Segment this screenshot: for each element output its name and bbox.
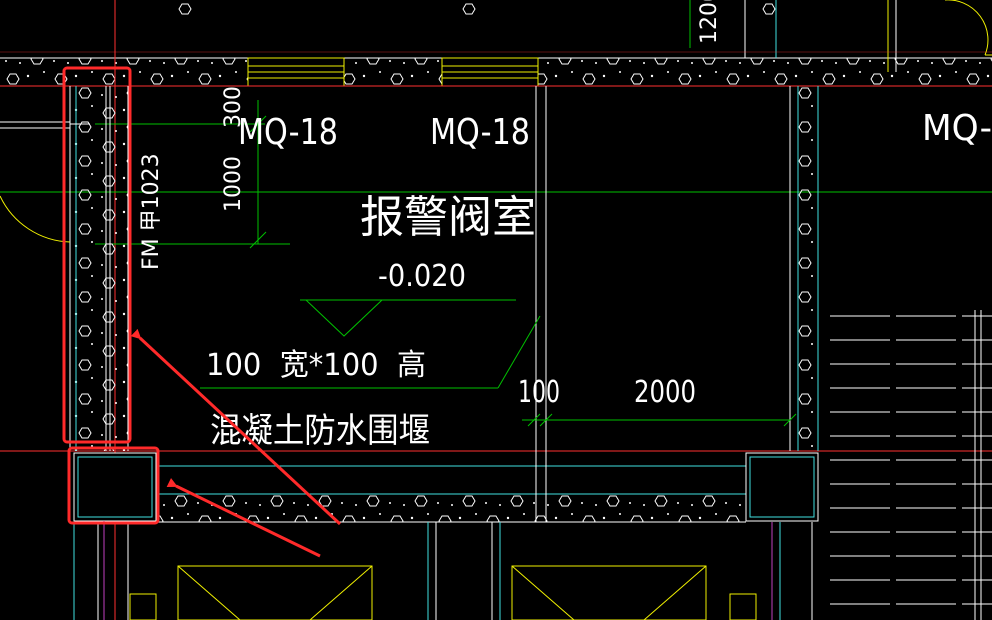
curb-name-text: 混凝土防水围堰: [210, 411, 430, 451]
left-wall: [69, 86, 129, 451]
top-right-structure: [178, 0, 992, 72]
dim-2000-text: 2000: [634, 375, 696, 410]
dim-300-text: 300: [221, 86, 246, 128]
dim-100-text: 100: [518, 375, 560, 410]
annotation-highlight-column: [67, 446, 160, 525]
annotation-arrow-lower: [166, 478, 321, 558]
stair-treads: [830, 310, 992, 620]
elevation-value: -0.020: [378, 259, 466, 294]
top-window-left: [247, 57, 345, 87]
dim-1200-text: 1200: [697, 0, 722, 44]
bottom-wall: [156, 465, 746, 523]
column-left: [73, 452, 157, 522]
door-label: FM 甲1023: [139, 153, 164, 270]
dim-1000-text: 1000: [221, 156, 246, 212]
label-mq-right: MQ-: [922, 108, 992, 149]
label-mq-18-mid: MQ-18: [430, 112, 530, 153]
interior-lines: [535, 86, 819, 522]
annotation-highlight-wall: [62, 66, 132, 444]
lower-area: [73, 521, 813, 620]
room-name: 报警阀室: [360, 192, 536, 243]
top-window-mid: [441, 57, 539, 87]
dimension-1200: 1200: [689, 0, 722, 48]
curb-spec-text: 100 宽*100 高: [206, 348, 426, 383]
curb-leader: [200, 315, 541, 389]
column-right: [745, 452, 819, 522]
label-mq-18-left: MQ-18: [238, 112, 338, 153]
annotation-arrow-upper: [130, 328, 342, 526]
elevation-marker: [300, 299, 516, 337]
dimension-100-2000: [522, 413, 797, 427]
left-door-swing: [0, 121, 90, 243]
